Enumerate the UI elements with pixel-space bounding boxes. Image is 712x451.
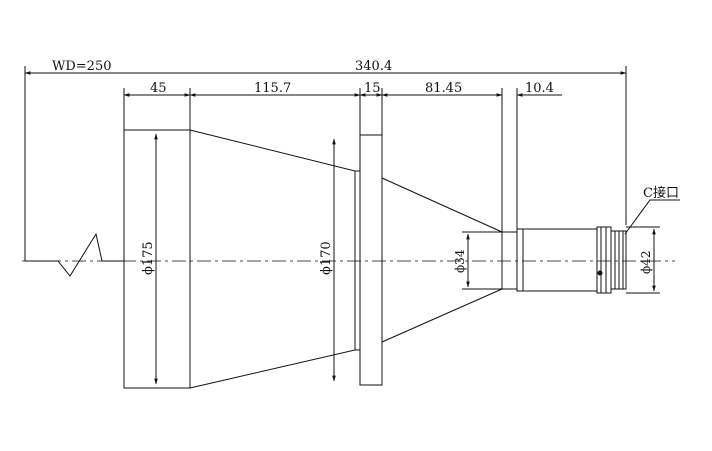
label-d170: ϕ170 — [319, 241, 334, 275]
c-mount-leader — [624, 199, 680, 235]
label-taper-section: 115.7 — [254, 81, 291, 96]
rear-cone-top — [381, 177, 503, 233]
label-c-mount: C接口 — [643, 185, 679, 201]
mounting-flange — [359, 134, 383, 386]
label-rear-taper: 81.45 — [425, 81, 462, 96]
rear-body-tube — [516, 228, 598, 292]
label-front-section: 45 — [150, 81, 167, 96]
label-overall: 340.4 — [355, 59, 392, 74]
label-d42: ϕ42 — [639, 251, 653, 274]
label-flange-thickness: 15 — [364, 81, 381, 96]
wd-break-symbol — [25, 232, 125, 277]
rear-cone-bottom — [381, 288, 503, 343]
label-d34: ϕ34 — [453, 249, 467, 273]
main-cone-body — [189, 129, 356, 389]
label-wd: WD=250 — [52, 59, 112, 74]
label-d175: ϕ175 — [141, 241, 156, 275]
focus-ring — [596, 226, 612, 294]
label-rear-ring: 10.4 — [525, 81, 554, 96]
front-barrel — [123, 129, 191, 389]
rear-barrel — [501, 231, 518, 290]
set-screw-icon — [597, 270, 603, 276]
